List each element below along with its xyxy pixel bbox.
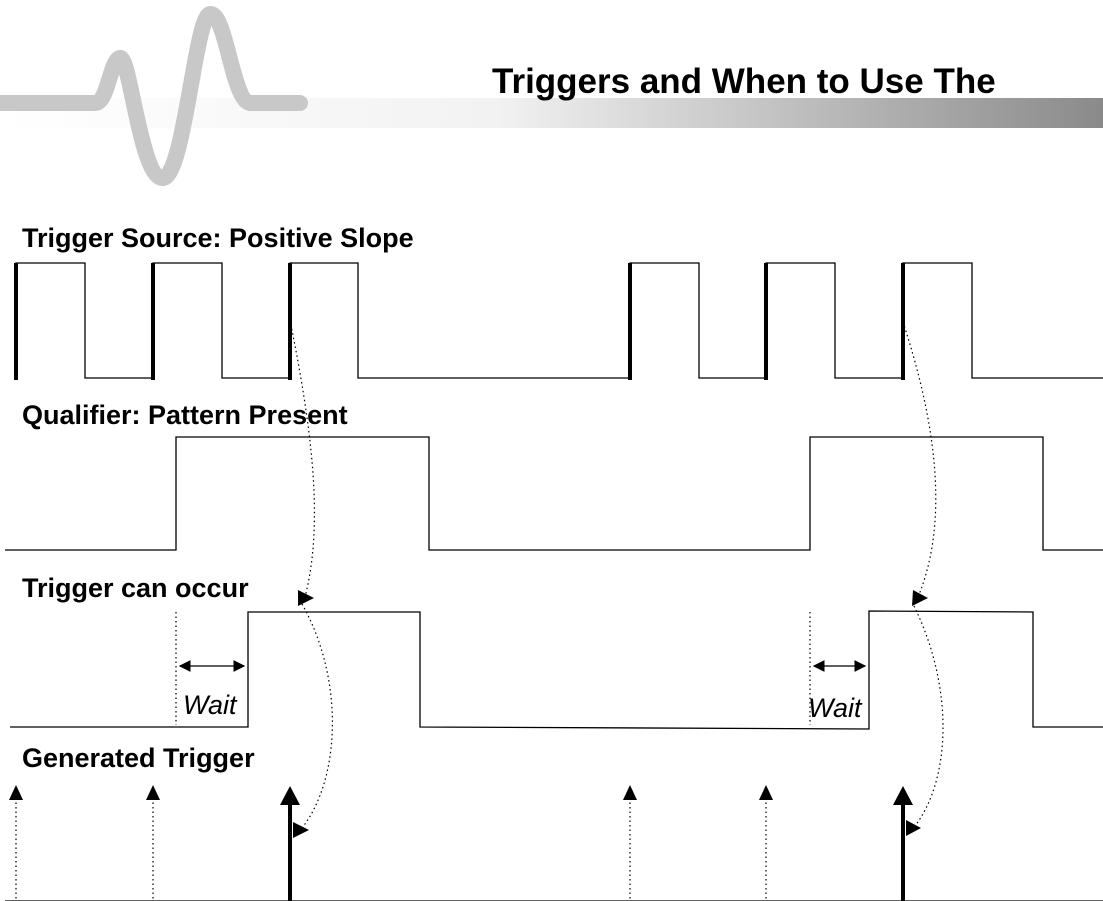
candidate-trigger-arrowhead (759, 785, 773, 800)
trigger-can-occur-label: Trigger can occur (22, 573, 249, 603)
candidate-trigger-arrowhead (146, 785, 160, 800)
can-occur-to-generated-connector (913, 605, 944, 827)
source-to-can-occur-connector (289, 319, 316, 598)
waveform-logo-icon (0, 6, 308, 186)
wait-interval-1: Wait (175, 612, 246, 725)
wait-label: Wait (808, 693, 863, 723)
connector-arrowhead (298, 590, 314, 606)
candidate-trigger-arrows (9, 785, 773, 900)
trigger-source-label: Trigger Source: Positive Slope (22, 223, 414, 253)
qualifier-waveform (5, 436, 1103, 551)
connector-arrowhead (293, 822, 309, 838)
candidate-trigger-arrowhead (623, 785, 637, 800)
connector-arrowhead (906, 820, 921, 836)
page-title: Triggers and When to Use The (492, 62, 996, 101)
wait-interval-2: Wait (808, 612, 867, 725)
candidate-trigger-arrowhead (9, 785, 23, 800)
generated-trigger-arrows (280, 786, 913, 901)
causal-connectors (289, 319, 944, 838)
header-decoration (0, 6, 1103, 186)
trigger-can-occur-waveform (10, 610, 1103, 730)
source-to-can-occur-connector (902, 321, 937, 598)
generated-trigger-arrowhead (893, 786, 913, 805)
trigger-source-waveform (15, 262, 1103, 379)
rising-edge-markers (14, 263, 905, 380)
connector-arrowhead (912, 590, 928, 606)
header-gradient-bar (0, 98, 1103, 128)
qualifier-label: Qualifier: Pattern Present (22, 400, 348, 430)
generated-trigger-label: Generated Trigger (22, 743, 255, 773)
can-occur-to-generated-connector (301, 603, 333, 829)
generated-trigger-arrowhead (280, 786, 300, 805)
wait-label: Wait (183, 690, 238, 720)
